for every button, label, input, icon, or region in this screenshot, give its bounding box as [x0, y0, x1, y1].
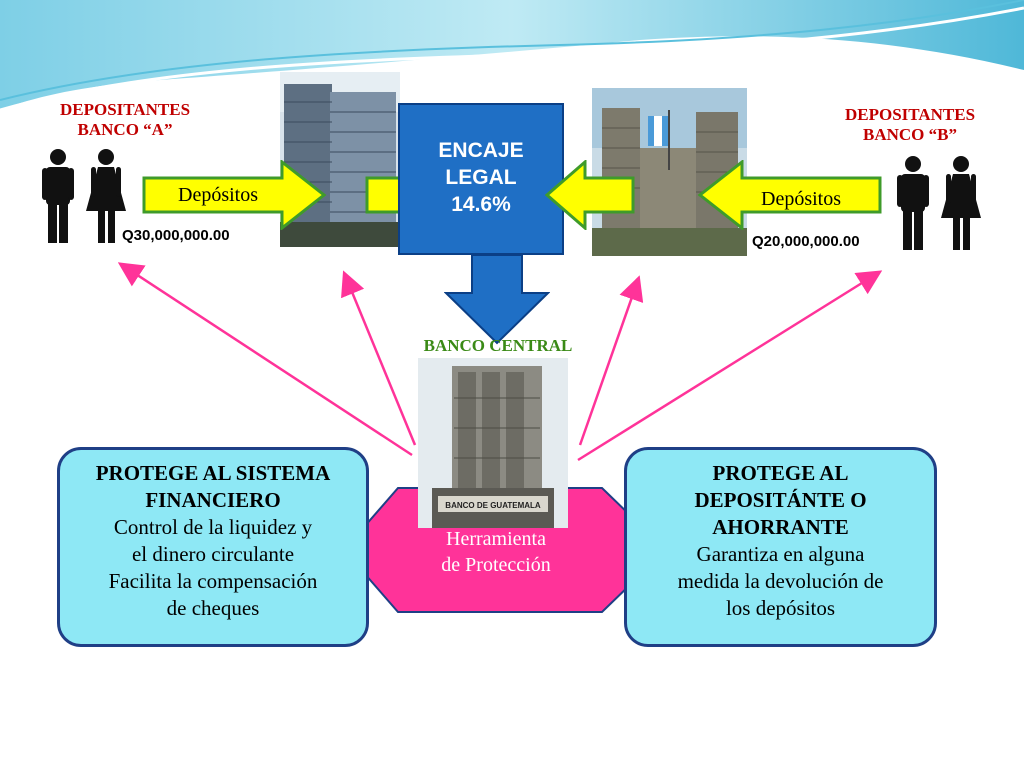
left-depositors-title-line1: DEPOSITANTES [59, 100, 191, 119]
right-box-line4: Garantiza en alguna [696, 542, 865, 566]
right-protection-box: PROTEGE AL DEPOSITÁNTE O AHORRANTE Garan… [624, 447, 937, 647]
down-arrow-to-central-bank [444, 254, 550, 345]
header-wave-decoration [0, 0, 1024, 112]
right-box-title-line1: PROTEGE AL [712, 461, 849, 485]
left-depositors-title-line2: BANCO “A” [77, 120, 173, 139]
bank-a-building-image [280, 72, 400, 247]
left-box-line3: Control de la liquidez y [113, 515, 313, 539]
right-deposit-label: Depósitos [761, 188, 841, 210]
right-depositors-title-line1: DEPOSITANTES [844, 105, 976, 124]
left-deposit-arrow [142, 160, 327, 230]
right-depositors-title: DEPOSITANTES BANCO “B” [820, 105, 1000, 145]
left-box-title-line2: FINANCIERO [145, 488, 281, 512]
left-box-line4: el dinero circulante [131, 542, 295, 566]
bank-b-building-image [592, 88, 747, 256]
right-people-icon [897, 156, 981, 250]
right-box-title-line2: DEPOSITÁNTE O [694, 488, 867, 512]
left-depositors-title: DEPOSITANTES BANCO “A” [35, 100, 215, 140]
left-box-line6: de cheques [166, 596, 260, 620]
right-box-line6: los depósitos [725, 596, 836, 620]
left-people-icon [42, 149, 126, 243]
tool-label-line1: Herramienta [446, 528, 546, 550]
encaje-line2: LEGAL [445, 166, 517, 189]
central-bank-sign: BANCO DE GUATEMALA [445, 501, 541, 510]
central-bank-label: BANCO CENTRAL [423, 336, 573, 355]
left-box-line5: Facilita la compensación [108, 569, 318, 593]
right-deposit-amount: Q20,000,000.00 [752, 233, 860, 250]
left-protection-box: PROTEGE AL SISTEMA FINANCIERO Control de… [57, 447, 369, 647]
left-deposit-label: Depósitos [178, 184, 258, 206]
left-box-title-line1: PROTEGE AL SISTEMA [95, 461, 331, 485]
encaje-line3: 14.6% [451, 193, 511, 216]
right-box-title-line3: AHORRANTE [712, 515, 849, 539]
tool-label-line2: de Protección [441, 554, 551, 576]
tool-label: Herramienta de Protección [410, 526, 582, 578]
central-bank-building-image: BANCO DE GUATEMALA [418, 358, 568, 528]
left-deposit-amount: Q30,000,000.00 [122, 227, 230, 244]
encaje-line1: ENCAJE [438, 139, 524, 162]
right-depositors-title-line2: BANCO “B” [863, 125, 957, 144]
right-inflow-arrow [545, 160, 635, 230]
right-box-line5: medida la devolución de [677, 569, 884, 593]
right-deposit-arrow [697, 160, 882, 230]
